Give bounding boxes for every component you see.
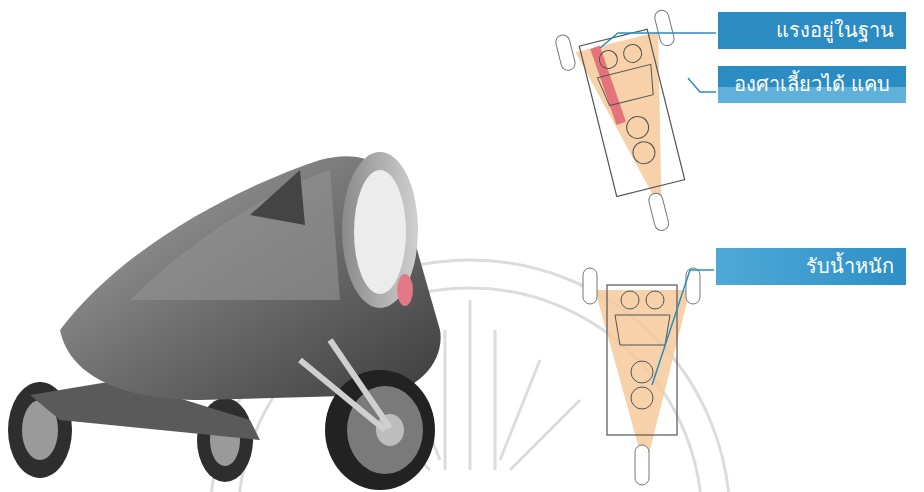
watermark-rays — [445, 300, 495, 470]
rider-head — [622, 43, 644, 65]
part-circle — [631, 361, 653, 383]
wheel — [647, 192, 670, 232]
callout-label: แรงอยู่ในฐาน — [776, 18, 894, 43]
body-fin — [250, 170, 305, 225]
leader-line — [652, 270, 714, 385]
vehicle-nose — [342, 152, 418, 308]
vehicle-body — [60, 156, 441, 400]
leader-lines — [600, 33, 716, 385]
part-circle — [631, 139, 658, 166]
nose-face — [354, 170, 406, 294]
wheel — [635, 445, 649, 485]
riders — [615, 315, 670, 345]
leader-line — [688, 78, 716, 92]
body-panel — [130, 170, 340, 300]
rider-head — [646, 291, 664, 309]
callout-box: แรงอยู่ในฐาน — [718, 12, 906, 49]
wheel — [653, 9, 675, 47]
load-triangle — [595, 290, 690, 470]
vehicle-outline — [579, 29, 684, 196]
front-wheel — [325, 370, 435, 490]
force-mark — [595, 46, 621, 125]
vehicle-illustration — [8, 152, 441, 490]
rider-head — [621, 291, 639, 309]
callout-box: องศาเลี้ยวได้ แคบ — [718, 66, 906, 103]
wheel — [554, 34, 576, 72]
leader-line — [600, 33, 716, 48]
part-circle — [631, 387, 653, 409]
riders — [597, 64, 658, 106]
wheel — [583, 268, 597, 304]
top-view-tilted — [554, 9, 718, 245]
callout-box: รับน้ำหนัก — [716, 248, 906, 285]
vehicle-outline — [607, 285, 677, 435]
part-circle — [624, 114, 651, 141]
load-triangle — [576, 32, 701, 222]
callout-label: รับน้ำหนัก — [806, 254, 894, 279]
rider-head — [597, 49, 619, 71]
callout-label: องศาเลี้ยวได้ แคบ — [734, 72, 890, 97]
suspension — [300, 340, 390, 430]
top-view-straight — [583, 268, 700, 485]
light — [397, 274, 413, 306]
